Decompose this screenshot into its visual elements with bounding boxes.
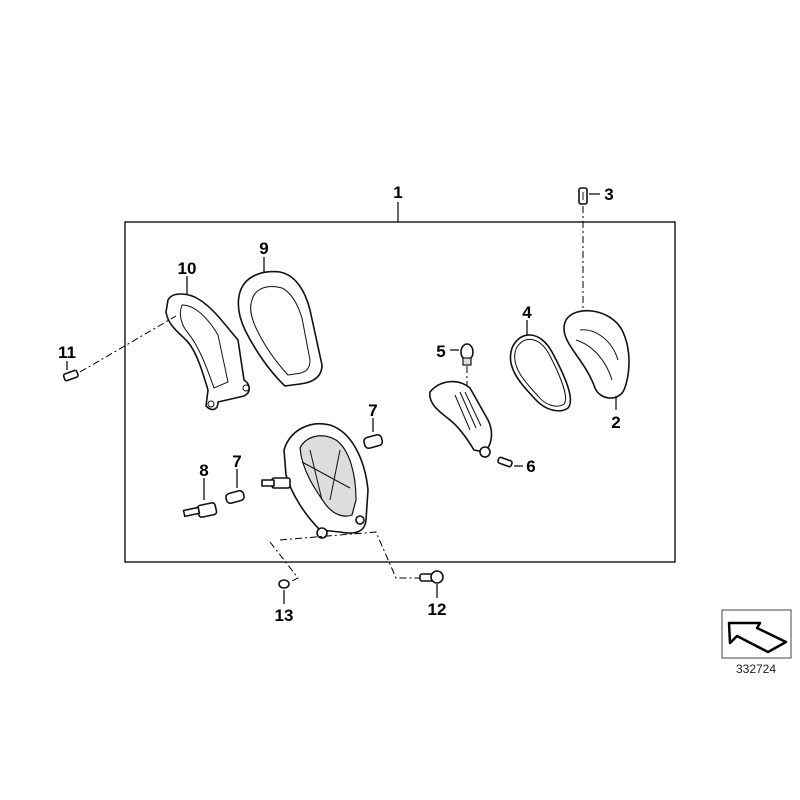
- part-5-bulb[interactable]: [460, 343, 474, 366]
- callout-6[interactable]: 6: [526, 457, 535, 476]
- part-9-frame[interactable]: [237, 270, 323, 387]
- part-4-gasket[interactable]: [509, 334, 572, 412]
- part-2-lens[interactable]: [563, 309, 630, 399]
- housing[interactable]: [261, 423, 369, 539]
- part-12-screw[interactable]: [419, 570, 444, 584]
- direction-arrow-icon: [721, 609, 792, 659]
- callout-9[interactable]: 9: [259, 239, 268, 258]
- part-7-spacer-right[interactable]: [363, 433, 384, 450]
- callout-7-left[interactable]: 7: [232, 452, 241, 471]
- callout-3[interactable]: 3: [604, 185, 613, 204]
- part-8-stud[interactable]: [182, 502, 218, 518]
- part-11-screw[interactable]: [62, 369, 79, 382]
- callout-10[interactable]: 10: [178, 259, 197, 278]
- part-10-bracket[interactable]: [165, 293, 251, 411]
- catalog-number: 332724: [736, 662, 776, 676]
- callout-8[interactable]: 8: [199, 461, 208, 480]
- bulb-holder[interactable]: [429, 380, 493, 458]
- callout-2[interactable]: 2: [611, 413, 620, 432]
- part-7-spacer-left[interactable]: [225, 489, 245, 505]
- callout-5[interactable]: 5: [436, 342, 445, 361]
- assembly-frame: [124, 221, 676, 563]
- callout-7-right[interactable]: 7: [368, 401, 377, 420]
- part-3-screw[interactable]: [578, 187, 588, 205]
- part-6-screw[interactable]: [497, 456, 513, 468]
- callout-11[interactable]: 11: [58, 343, 76, 362]
- callout-1[interactable]: 1: [393, 183, 402, 202]
- callout-12[interactable]: 12: [428, 600, 447, 619]
- callout-13[interactable]: 13: [275, 606, 294, 625]
- callout-4[interactable]: 4: [522, 303, 532, 322]
- part-13-washer[interactable]: [278, 579, 290, 589]
